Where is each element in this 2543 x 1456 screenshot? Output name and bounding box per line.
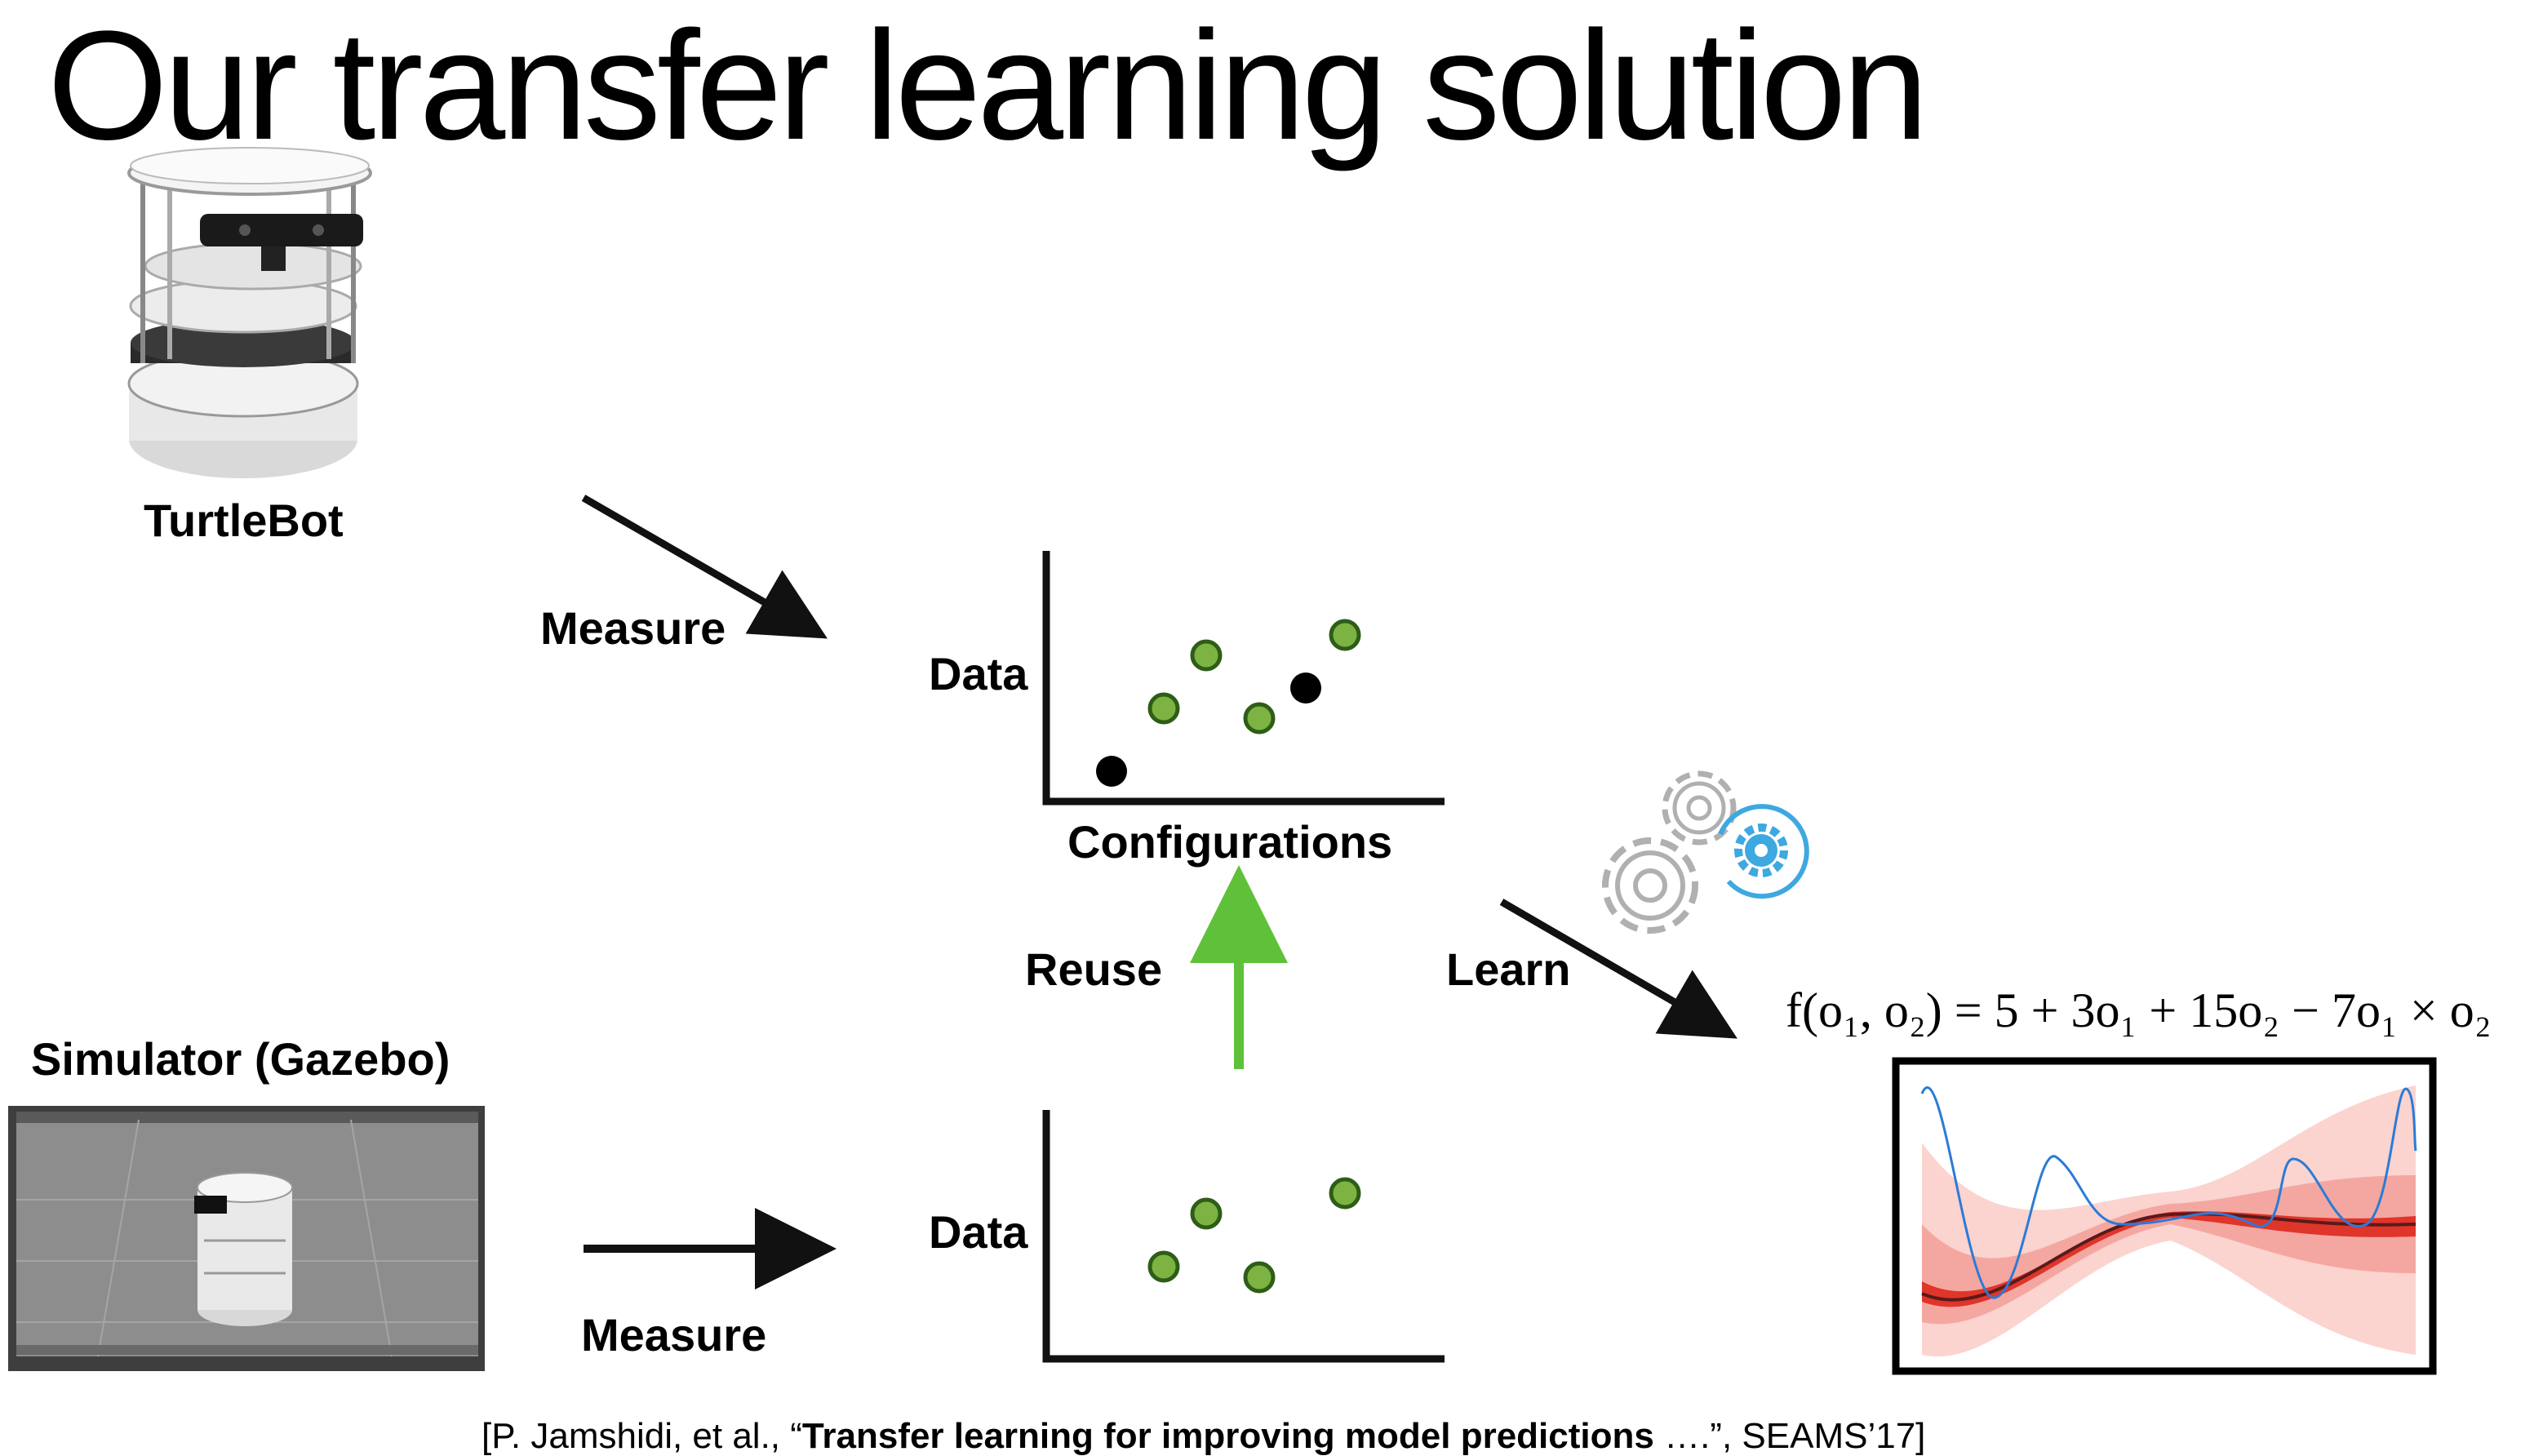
reuse-label: Reuse <box>1025 943 1163 995</box>
point-green <box>1190 1197 1223 1230</box>
point-black <box>1290 673 1321 704</box>
turtlebot-label: TurtleBot <box>144 495 344 546</box>
citation-prefix: [P. Jamshidi, et al., “ <box>482 1416 802 1456</box>
bottom-axes <box>1042 1110 1445 1363</box>
point-green <box>1190 639 1223 672</box>
model-formula: f(o₁, o₂) = 5 + 3o₁ + 15o₂ − 7o₁ × o₂ <box>1786 983 2492 1037</box>
data-top-label: Data <box>929 648 1028 699</box>
point-green <box>1147 1250 1180 1283</box>
gazebo-label: Simulator (Gazebo) <box>31 1033 450 1085</box>
point-green <box>1147 692 1180 725</box>
citation: [P. Jamshidi, et al., “Transfer learning… <box>482 1418 1925 1454</box>
learn-label: Learn <box>1446 943 1571 995</box>
citation-suffix: ….”, SEAMS’17] <box>1653 1416 1926 1456</box>
data-bottom-label: Data <box>929 1206 1028 1258</box>
top-points <box>1096 619 1361 787</box>
top-axes <box>1042 551 1445 806</box>
page-title: Our transfer learning solution <box>47 0 1928 172</box>
measure-top-label: Measure <box>540 602 726 654</box>
point-green <box>1329 619 1361 651</box>
point-green <box>1243 702 1276 735</box>
configurations-label: Configurations <box>1067 816 1393 868</box>
citation-title: Transfer learning for improving model pr… <box>801 1416 1654 1456</box>
bottom-points <box>1147 1177 1361 1294</box>
gaussian-process-plot <box>1892 1057 2437 1375</box>
measure-top-arrow <box>581 495 828 639</box>
gears-icon <box>1602 770 1809 934</box>
point-black <box>1096 756 1127 787</box>
learn-arrow <box>1499 899 1737 1039</box>
measure-bottom-label: Measure <box>581 1309 767 1361</box>
point-green <box>1243 1261 1276 1294</box>
point-green <box>1329 1177 1361 1210</box>
